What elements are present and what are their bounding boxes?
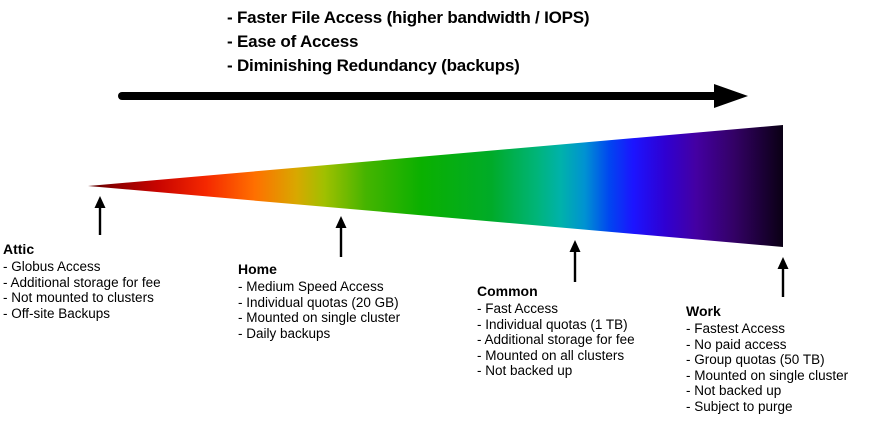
- direction-arrow-shaft: [118, 92, 718, 100]
- tier-common-item: - Additional storage for fee: [477, 332, 635, 347]
- tier-attic-item: - Additional storage for fee: [3, 274, 161, 290]
- header-bullet-ease-of-access: - Ease of Access: [227, 32, 359, 51]
- tier-work: Work - Fastest Access - No paid access -…: [686, 303, 848, 414]
- attic-pointer-arrow: [94, 196, 106, 235]
- tier-attic-item: - Globus Access: [3, 259, 101, 274]
- tier-work-title: Work: [686, 303, 721, 319]
- tier-attic: Attic - Globus Access - Additional stora…: [3, 241, 161, 321]
- tier-home-item: - Daily backups: [238, 325, 331, 341]
- work-pointer-arrow: [777, 257, 789, 297]
- tier-common-item: - Fast Access: [477, 301, 559, 316]
- tier-common-item: - Not backed up: [477, 363, 573, 378]
- tier-home-item: - Individual quotas (20 GB): [238, 294, 399, 310]
- direction-arrow-head: [714, 84, 748, 108]
- tier-common-title: Common: [477, 283, 538, 299]
- header-bullet-diminishing-redundancy: - Diminishing Redundancy (backups): [227, 56, 520, 75]
- tier-attic-title: Attic: [3, 241, 35, 257]
- header-bullet-faster-access: - Faster File Access (higher bandwidth /…: [227, 8, 590, 27]
- tier-common: Common - Fast Access - Individual quotas…: [477, 283, 635, 379]
- tier-work-item: - Not backed up: [686, 383, 782, 398]
- home-pointer-arrow: [335, 216, 347, 257]
- tier-home-item: - Medium Speed Access: [238, 279, 384, 294]
- direction-arrow: [118, 84, 748, 108]
- tier-common-item: - Individual quotas (1 TB): [477, 316, 628, 332]
- tier-work-item: - Group quotas (50 TB): [686, 352, 825, 367]
- header-bullets: - Faster File Access (higher bandwidth /…: [227, 6, 590, 78]
- tier-home: Home - Medium Speed Access - Individual …: [238, 261, 400, 341]
- tier-attic-item: - Off-site Backups: [3, 305, 111, 321]
- tier-common-item: - Mounted on all clusters: [477, 347, 625, 363]
- tier-home-item: - Mounted on single cluster: [238, 310, 401, 325]
- tier-attic-item: - Not mounted to clusters: [3, 290, 154, 305]
- tier-home-title: Home: [238, 261, 277, 277]
- common-pointer-arrow: [569, 240, 581, 282]
- tier-work-item: - Fastest Access: [686, 321, 786, 336]
- tier-work-item: - Mounted on single cluster: [686, 367, 849, 383]
- spectrum-wedge: [88, 125, 783, 247]
- tier-work-item: - No paid access: [686, 336, 787, 352]
- tier-work-item: - Subject to purge: [686, 398, 793, 414]
